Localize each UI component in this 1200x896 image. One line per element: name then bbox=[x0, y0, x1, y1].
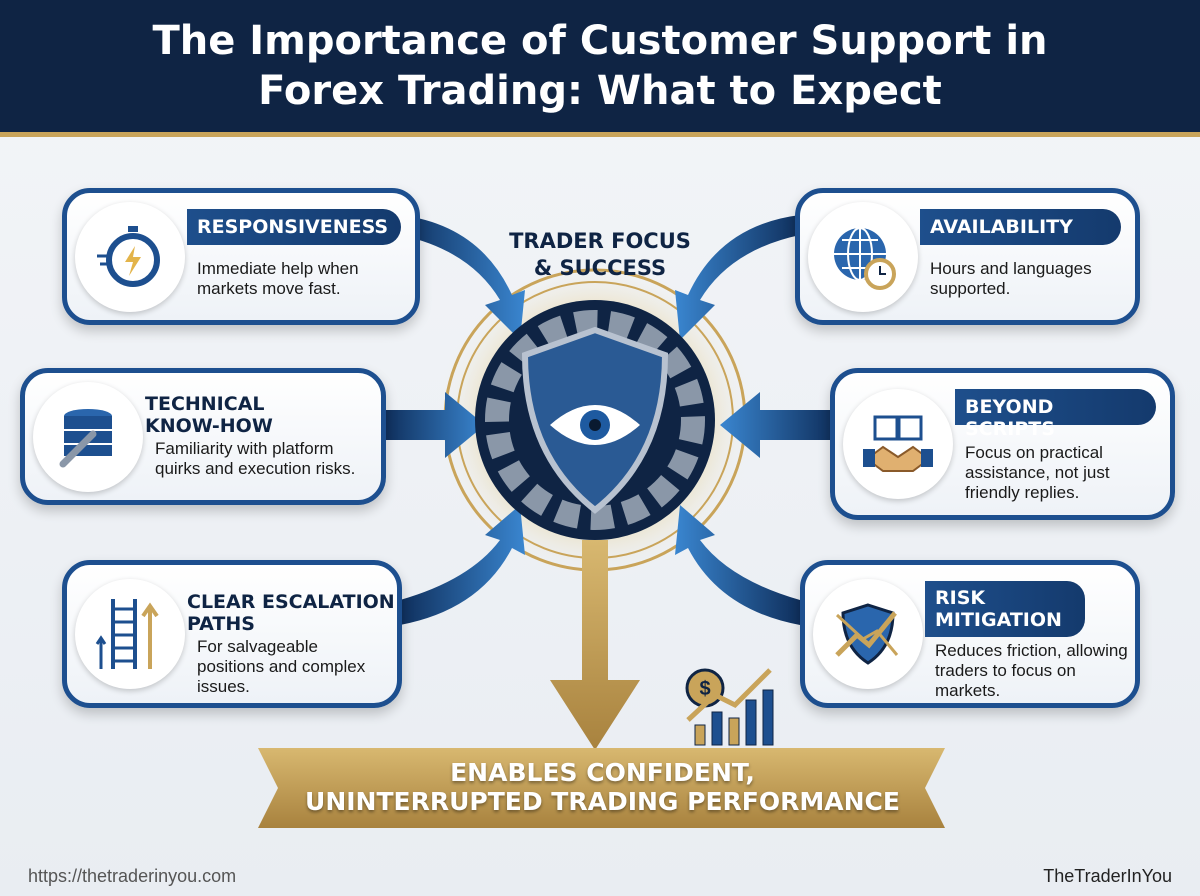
arrow-beyond bbox=[720, 392, 835, 458]
card-title: CLEAR ESCALATION PATHS bbox=[187, 591, 395, 635]
card-risk-mitigation: RISK MITIGATION Reduces friction, allowi… bbox=[800, 560, 1140, 708]
arrow-responsiveness bbox=[400, 215, 525, 340]
arrow-escalation bbox=[400, 505, 525, 625]
card-availability: AVAILABILITY Hours and languages support… bbox=[795, 188, 1140, 325]
down-arrow bbox=[550, 540, 640, 750]
stopwatch-lightning-icon bbox=[75, 201, 185, 312]
card-title: RISK MITIGATION bbox=[925, 581, 1085, 637]
footer-url[interactable]: https://thetraderinyou.com bbox=[28, 866, 237, 886]
card-title: TECHNICAL KNOW-HOW bbox=[145, 393, 273, 437]
center-title-line1: TRADER FOCUS bbox=[509, 229, 691, 253]
card-escalation: CLEAR ESCALATION PATHS For salvageable p… bbox=[62, 560, 402, 708]
card-desc: Reduces friction, allowing traders to fo… bbox=[935, 641, 1128, 700]
card-title: BEYOND SCRIPTS bbox=[955, 389, 1156, 440]
svg-text:$: $ bbox=[699, 678, 710, 700]
card-responsiveness: RESPONSIVENESS Immediate help when marke… bbox=[62, 188, 420, 325]
footer-brand: TheTraderInYou bbox=[1043, 866, 1172, 886]
globe-clock-icon bbox=[808, 201, 918, 312]
ladder-arrow-icon bbox=[75, 579, 185, 689]
arrow-availability bbox=[675, 215, 800, 340]
arrow-technical bbox=[385, 392, 485, 458]
banner-line2: UNINTERRUPTED TRADING PERFORMANCE bbox=[305, 787, 900, 816]
banner-text: ENABLES CONFIDENT,UNINTERRUPTED TRADING … bbox=[255, 758, 950, 816]
center-title-line2: & SUCCESS bbox=[533, 256, 667, 280]
card-title: AVAILABILITY bbox=[920, 209, 1121, 245]
banner-ribbon bbox=[258, 748, 945, 828]
card-desc: Immediate help when markets move fast. bbox=[197, 259, 359, 298]
growth-chart-icon: $ bbox=[685, 668, 774, 746]
card-title: RESPONSIVENESS bbox=[187, 209, 401, 245]
card-desc: Familiarity with platform quirks and exe… bbox=[155, 439, 356, 478]
card-desc: For salvageable positions and complex is… bbox=[197, 637, 366, 696]
handshake-book-icon bbox=[843, 389, 953, 499]
banner-line1: ENABLES CONFIDENT, bbox=[450, 758, 755, 787]
card-desc: Focus on practical assistance, not just … bbox=[965, 443, 1110, 502]
server-wrench-icon bbox=[33, 381, 143, 492]
page-title: The Importance of Customer Support in Fo… bbox=[152, 18, 1048, 114]
header: The Importance of Customer Support in Fo… bbox=[0, 0, 1200, 137]
card-technical: TECHNICAL KNOW-HOW Familiarity with plat… bbox=[20, 368, 386, 505]
card-desc: Hours and languages supported. bbox=[930, 259, 1092, 298]
shield-chart-icon bbox=[813, 579, 923, 689]
card-beyond-scripts: BEYOND SCRIPTS Focus on practical assist… bbox=[830, 368, 1175, 520]
center-title: TRADER FOCUS & SUCCESS bbox=[480, 228, 720, 282]
gear-icon bbox=[485, 310, 705, 530]
arrow-risk bbox=[675, 505, 800, 625]
